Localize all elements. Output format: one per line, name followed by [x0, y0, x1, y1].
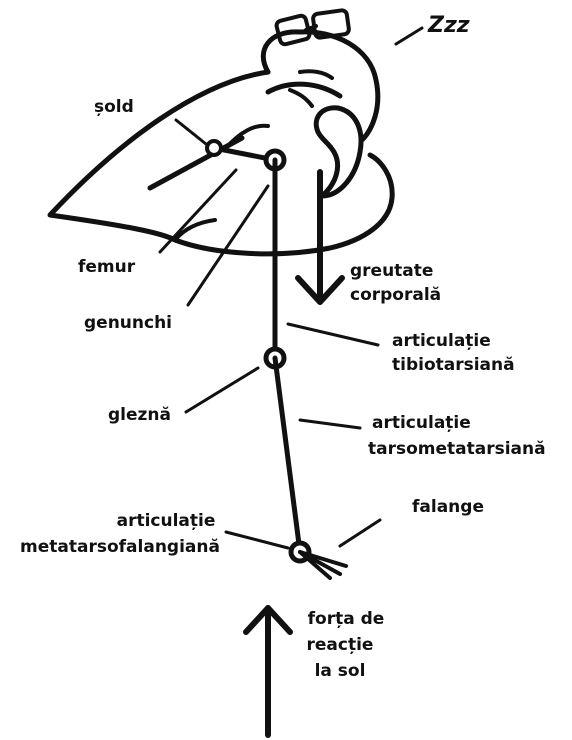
label-femur: femur [78, 257, 136, 277]
label-hip: șold [94, 97, 134, 117]
label-grf-line3: la sol [315, 661, 366, 681]
leader-hip [176, 120, 206, 144]
label-grf-line1: forța de [308, 609, 385, 629]
label-tarsometatarsal-line2: tarsometatarsiană [368, 439, 546, 459]
tarsometatarsus-bone [275, 358, 300, 552]
label-body-weight-line2: corporală [350, 285, 441, 305]
brow-line [300, 71, 332, 78]
ground-reaction-force-arrow [246, 608, 290, 735]
leader-tibiotarsal [288, 324, 378, 345]
label-zzz: Zzz [427, 13, 470, 38]
label-toes: falange [412, 497, 484, 517]
leader-tarsometatarsal [300, 420, 360, 428]
label-mtp-line1: articulație [117, 511, 216, 531]
leader-ankle [186, 368, 258, 412]
beak-line [268, 84, 340, 96]
label-tarsometatarsal-line1: articulație [372, 413, 471, 433]
eye-line [290, 90, 312, 106]
label-body-weight-line1: greutate [350, 261, 433, 281]
flamingo-body [50, 10, 392, 254]
label-tibiotarsal-line2: tibiotarsiană [392, 355, 515, 375]
label-grf-line2: reacție [307, 635, 374, 655]
leader-toes [340, 520, 380, 546]
toes-icon [300, 552, 346, 578]
hip-joint [207, 141, 221, 155]
leader-mtp [226, 532, 288, 548]
label-ankle: gleznă [108, 405, 171, 425]
label-knee: genunchi [84, 313, 172, 333]
leader-femur [160, 170, 236, 252]
leader-zzz [396, 28, 422, 44]
label-tibiotarsal-line1: articulație [392, 331, 491, 351]
label-mtp-line2: metatarsofalangiană [20, 537, 220, 557]
